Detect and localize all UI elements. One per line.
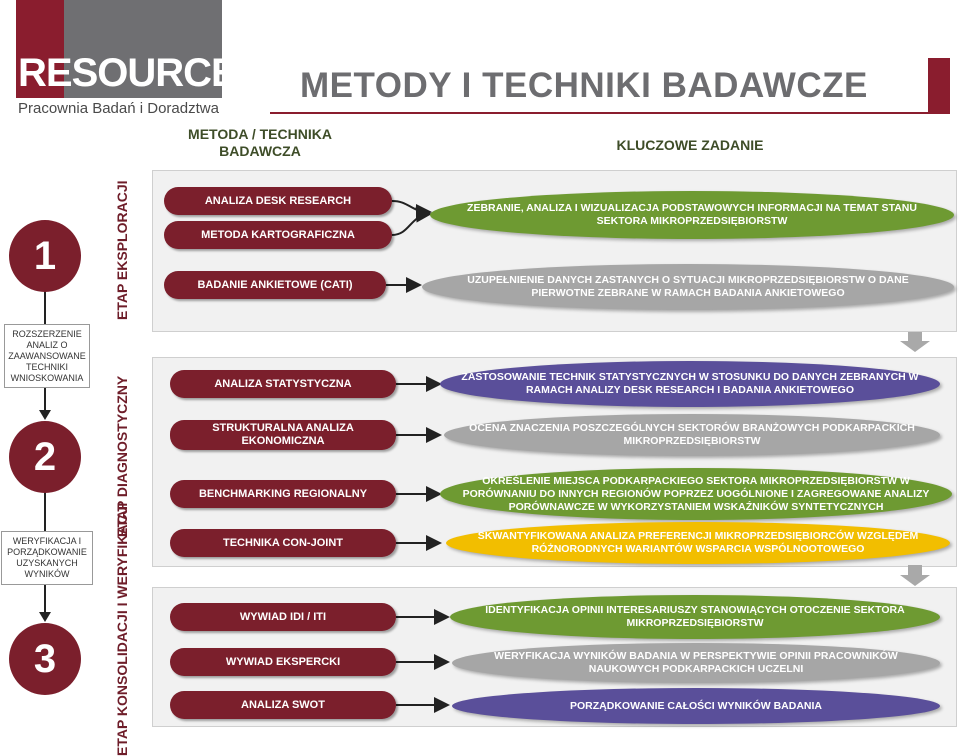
title-accent-bar xyxy=(928,58,950,114)
task-porzadkowanie: PORZĄDKOWANIE CAŁOŚCI WYNIKÓW BADANIA xyxy=(452,688,940,724)
task-okreslenie: OKREŚLENIE MIEJSCA PODKARPACKIEGO SEKTOR… xyxy=(440,468,952,520)
method-kartograficzna: METODA KARTOGRAFICZNA xyxy=(164,221,392,249)
stage-1-number: 1 xyxy=(9,220,81,292)
arrow-kartograficzna xyxy=(391,206,432,236)
task-zebranie: ZEBRANIE, ANALIZA I WIZUALIZACJA PODSTAW… xyxy=(430,191,954,239)
method-wywiad-ekspercki: WYWIAD EKSPERCKI xyxy=(170,648,396,676)
column-header-task: KLUCZOWE ZADANIE xyxy=(616,137,764,153)
panel-down-arrow-2 xyxy=(900,565,930,586)
title-underline xyxy=(270,112,950,114)
method-desk-research: ANALIZA DESK RESEARCH xyxy=(164,187,392,215)
logo-gray-block xyxy=(64,0,222,98)
stage-1-label: ETAP EKSPLORACJI xyxy=(114,180,130,320)
panel-down-arrow-1 xyxy=(900,332,930,352)
stage-3-number: 3 xyxy=(9,623,81,695)
logo-wordmark: RESOURCE xyxy=(18,51,238,95)
task-skwantyfikowana: SKWANTYFIKOWANA ANALIZA PREFERENCJI MIKR… xyxy=(446,522,950,564)
stage-3-label: ETAP KONSOLIDACJI I WERYFIKACJI xyxy=(114,502,130,756)
stage-2-number: 2 xyxy=(9,421,81,493)
connector-layer xyxy=(386,200,930,713)
flow-line-1a xyxy=(44,290,46,326)
method-benchmarking: BENCHMARKING REGIONALNY xyxy=(170,480,396,508)
method-con-joint: TECHNIKA CON-JOINT xyxy=(170,529,396,557)
transition-note-2: WERYFIKACJA I PORZĄDKOWANIE UZYSKANYCH W… xyxy=(1,531,93,585)
flow-arrow-2 xyxy=(39,612,51,622)
task-identyfikacja: IDENTYFIKACJA OPINII INTERESARIUSZY STAN… xyxy=(450,595,940,639)
logo-red-block xyxy=(16,0,64,98)
flow-line-2a xyxy=(44,492,46,532)
flow-arrow-1 xyxy=(39,410,51,420)
task-weryfikacja: WERYFIKACJA WYNIKÓW BADANIA W PERSPEKTYW… xyxy=(452,643,940,683)
flow-line-1b xyxy=(44,386,46,412)
method-analiza-swot: ANALIZA SWOT xyxy=(170,691,396,719)
task-uzupelnienie: UZUPEŁNIENIE DANYCH ZASTANYCH O SYTUACJI… xyxy=(422,264,954,310)
logo-subtitle: Pracownia Badań i Doradztwa xyxy=(18,100,219,117)
column-header-method: METODA / TECHNIKA BADAWCZA xyxy=(188,126,332,159)
method-analiza-statystyczna: ANALIZA STATYSTYCZNA xyxy=(170,370,396,398)
flow-line-2b xyxy=(44,583,46,613)
method-cati: BADANIE ANKIETOWE (CATI) xyxy=(164,271,386,299)
method-strukturalna-analiza: STRUKTURALNA ANALIZA EKONOMICZNA xyxy=(170,420,396,450)
page-title: METODY I TECHNIKI BADAWCZE xyxy=(300,66,868,105)
arrow-desk-research xyxy=(391,200,432,220)
method-wywiad-idi: WYWIAD IDI / ITI xyxy=(170,603,396,631)
task-zastosowanie: ZASTOSOWANIE TECHNIK STATYSTYCZNYCH W ST… xyxy=(440,361,940,407)
task-ocena: OCENA ZNACZENIA POSZCZEGÓLNYCH SEKTORÓW … xyxy=(444,414,940,456)
transition-note-1: ROZSZERZENIE ANALIZ O ZAAWANSOWANE TECHN… xyxy=(4,324,90,388)
